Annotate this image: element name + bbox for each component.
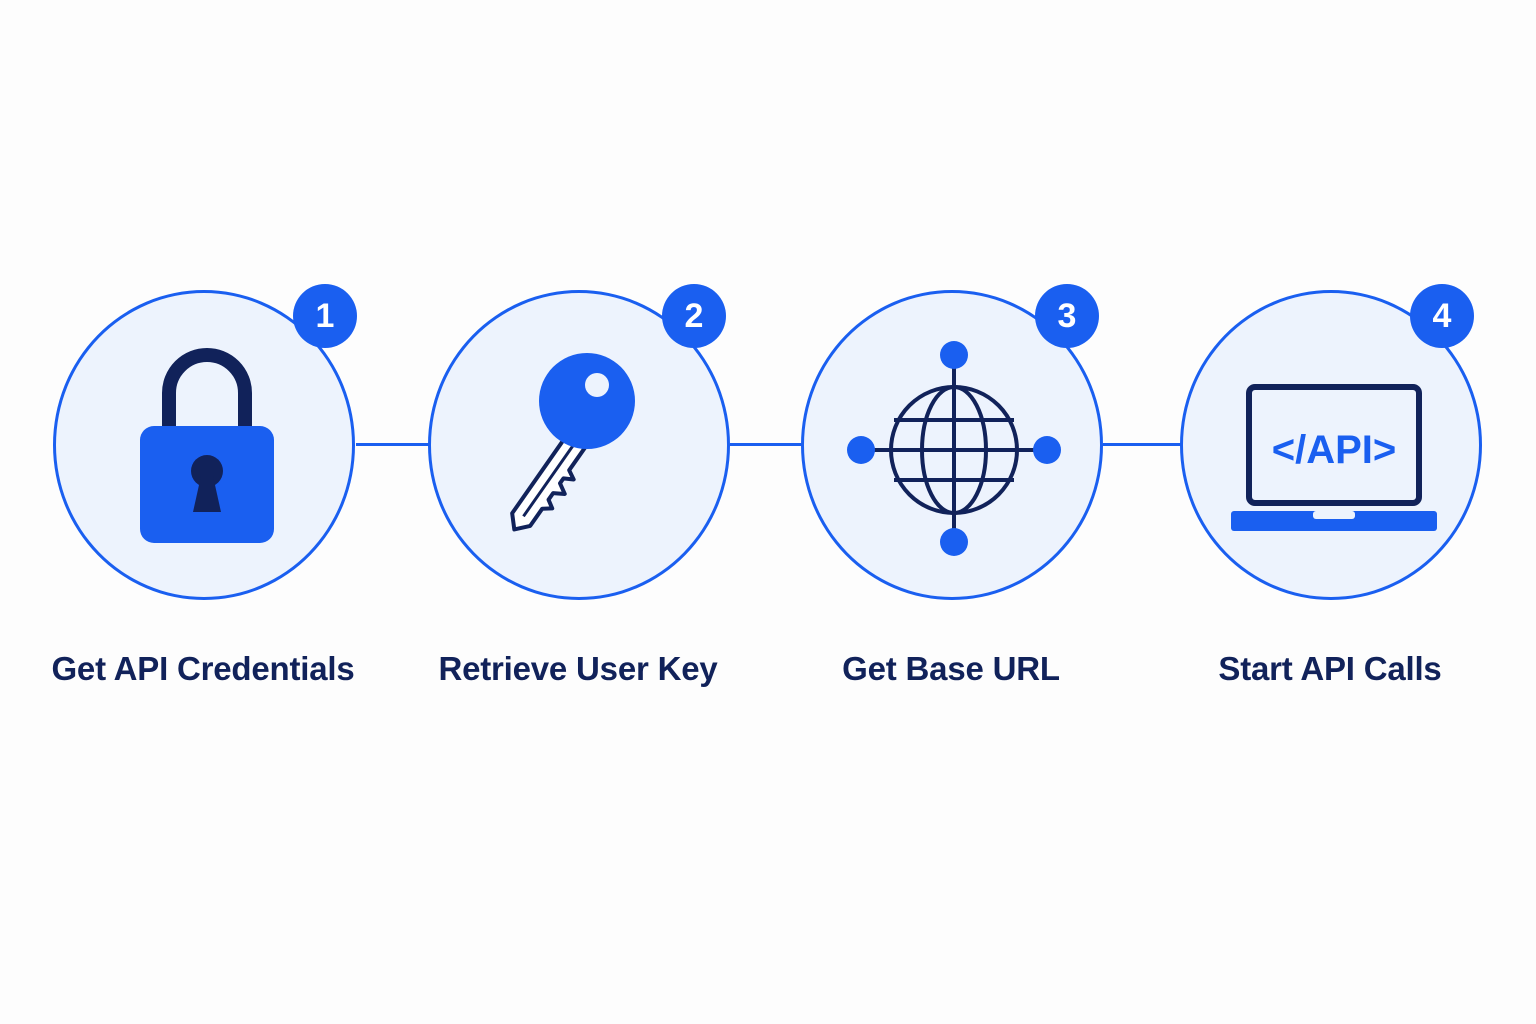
padlock-icon — [140, 348, 274, 543]
step-1-label: Get API Credentials — [51, 650, 355, 687]
connector-1-2 — [356, 443, 430, 446]
step-1: 1 Get API Credentials — [51, 284, 361, 710]
step-1-badge: 1 — [293, 284, 357, 348]
globe-network-icon — [847, 341, 1061, 556]
step-2-badge: 2 — [662, 284, 726, 348]
step-3-badge: 3 — [1035, 284, 1099, 348]
step-3-label: Get Base URL — [842, 650, 1060, 687]
step-4: </API> 4 Start API Calls — [1180, 284, 1488, 710]
step-2-label: Retrieve User Key — [438, 650, 718, 687]
step-2: 2 Retrieve User Key — [428, 284, 736, 710]
step-3: 3 Get Base URL — [801, 284, 1109, 710]
laptop-screen-text: </API> — [1272, 428, 1397, 472]
laptop-api-icon: </API> — [1231, 384, 1437, 531]
key-icon — [510, 353, 635, 532]
step-4-label: Start API Calls — [1218, 650, 1442, 687]
connector-2-3 — [730, 443, 802, 446]
connector-3-4 — [1103, 443, 1181, 446]
step-1-circle — [53, 290, 355, 600]
step-4-badge: 4 — [1410, 284, 1474, 348]
